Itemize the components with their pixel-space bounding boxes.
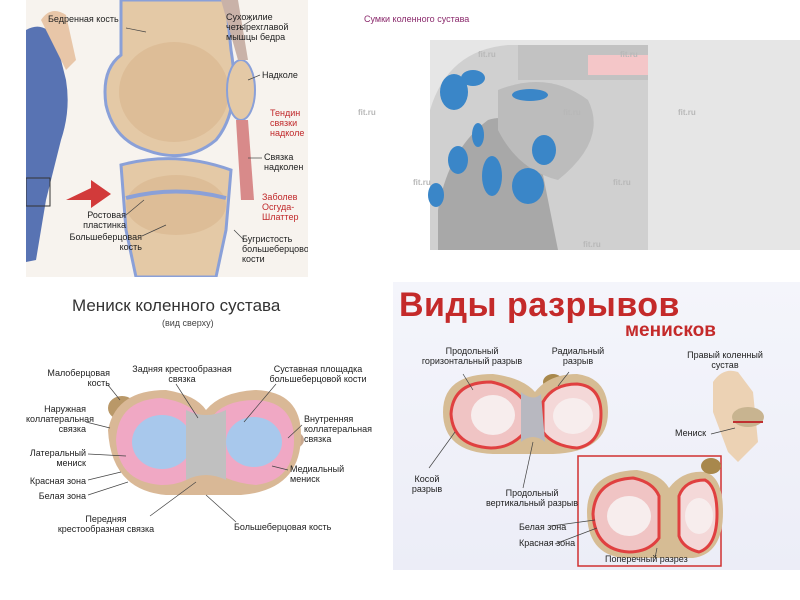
label-radial: Радиальный разрыв — [551, 346, 605, 366]
label-femur: Бедренная кость — [48, 14, 119, 24]
knee-bursae-panel: Сумки коленного сустава fit.ru fit.ru fi… — [358, 0, 800, 277]
label-osgood: Заболев Осгуда- Шлаттер — [262, 192, 308, 222]
label-red-zone: Красная зона — [26, 476, 86, 486]
watermark: fit.ru — [413, 178, 431, 187]
label-medial-collateral: Внутренняя коллатеральная связка — [304, 414, 386, 444]
label-lateral-meniscus: Латеральный мениск — [26, 448, 86, 468]
label-tuberosity: Бугристость большеберцовой кости — [242, 234, 308, 264]
knee-anatomy-panel: Бедренная кость Сухожилие четырехглавой … — [26, 0, 308, 277]
label-lateral-collateral: Наружная коллатеральная связка — [26, 404, 86, 434]
watermark: fit.ru — [678, 108, 696, 117]
knee-bursae-illustration — [358, 0, 800, 277]
label-posterior-cruciate: Задняя крестообразная связка — [126, 364, 238, 384]
label-medial-meniscus: Медиальный мениск — [290, 464, 360, 484]
watermark: fit.ru — [613, 178, 631, 187]
label-oblique: Косой разрыв — [407, 474, 447, 494]
label-patella: Надколе — [262, 70, 298, 80]
label-growth-plate: Ростовая пластинка — [78, 210, 126, 230]
watermark: fit.ru — [583, 240, 601, 249]
label-longitudinal-vertical: Продольный вертикальный разрыв — [479, 488, 585, 508]
label-quad-tendon: Сухожилие четырехглавой мышцы бедра — [226, 12, 306, 42]
label-anterior-cruciate: Передняя крестообразная связка — [56, 514, 156, 534]
label-white-zone: Белая зона — [26, 491, 86, 501]
meniscus-tears-panel: Виды разрывов менисков — [393, 282, 800, 570]
watermark: fit.ru — [620, 50, 638, 59]
label-articular-surface: Суставная площадка большеберцовой кости — [254, 364, 382, 384]
label-tendinitis: Тендин связки надколе — [270, 108, 308, 138]
label-tibia: Большеберцовая кость — [56, 232, 142, 252]
watermark: fit.ru — [478, 50, 496, 59]
label-white-zone: Белая зона — [519, 522, 566, 532]
watermark: fit.ru — [358, 108, 376, 117]
label-tibia-meniscus: Большеберцовая кость — [234, 522, 331, 532]
label-meniscus: Мениск — [675, 428, 706, 438]
label-red-zone: Красная зона — [519, 538, 575, 548]
label-right-knee: Правый коленный сустав — [683, 350, 767, 370]
meniscus-panel: Мениск коленного сустава (вид сверху) Ма… — [26, 290, 386, 570]
label-fibula: Малоберцовая кость — [40, 368, 110, 388]
meniscus-tears-illustration — [393, 282, 800, 570]
label-transverse: Поперечный разрез — [605, 554, 688, 564]
watermark: fit.ru — [563, 108, 581, 117]
label-longitudinal-horizontal: Продольный горизонтальный разрыв — [417, 346, 527, 366]
label-patellar-ligament: Связка надколен — [264, 152, 308, 172]
